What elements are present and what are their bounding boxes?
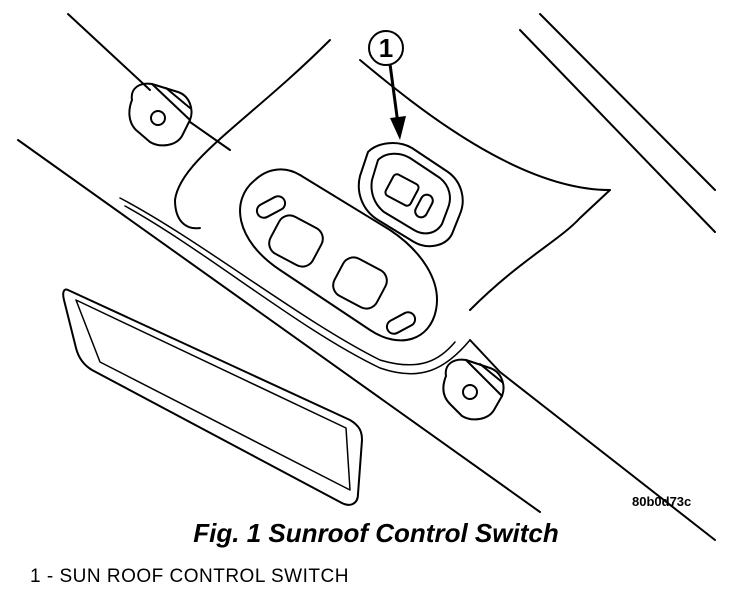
switch-indicator <box>414 193 434 219</box>
headliner-top-edge-mid <box>189 121 231 151</box>
map-lamp-button-right <box>385 311 417 335</box>
headliner-front-edge <box>17 139 541 513</box>
visor-clip-right <box>442 358 505 421</box>
console-top-edge <box>359 59 611 191</box>
figure-caption: Fig. 1 Sunroof Control Switch <box>193 518 559 548</box>
callout-bubble: 1 <box>368 30 404 66</box>
roof-panel-edge-inner <box>519 29 716 233</box>
headliner-lower-edge <box>469 339 716 541</box>
console-front-lip-outer <box>119 197 456 366</box>
map-lamp-button-left <box>255 195 287 219</box>
visor-clip-left <box>128 82 193 147</box>
headliner-top-edge-left <box>67 13 151 91</box>
rear-view-mirror <box>62 288 363 506</box>
overhead-console <box>119 39 611 375</box>
roof-panel-edge-outer <box>539 13 716 191</box>
headliner-lines <box>17 13 716 541</box>
map-lamp-lens-left <box>268 214 324 268</box>
drawing-code: 80b0d73c <box>632 494 691 509</box>
switch-bezel-outer <box>357 142 464 248</box>
legend-item: 1 - SUN ROOF CONTROL SWITCH <box>30 566 349 587</box>
switch-rocker-button <box>384 173 420 207</box>
switch-bezel-inner <box>370 152 451 235</box>
map-lamp-housing <box>239 168 438 342</box>
map-lamp-bezel <box>239 168 438 342</box>
console-lower-left-curve <box>174 199 201 230</box>
callout-number: 1 <box>379 33 393 63</box>
callout-arrow <box>388 63 406 140</box>
map-lamp-lens-right <box>332 256 388 310</box>
console-front-lip-inner <box>124 205 471 375</box>
sunroof-control-switch <box>357 142 464 248</box>
console-upper-left-edge <box>174 39 331 201</box>
console-right-edge <box>469 189 611 311</box>
